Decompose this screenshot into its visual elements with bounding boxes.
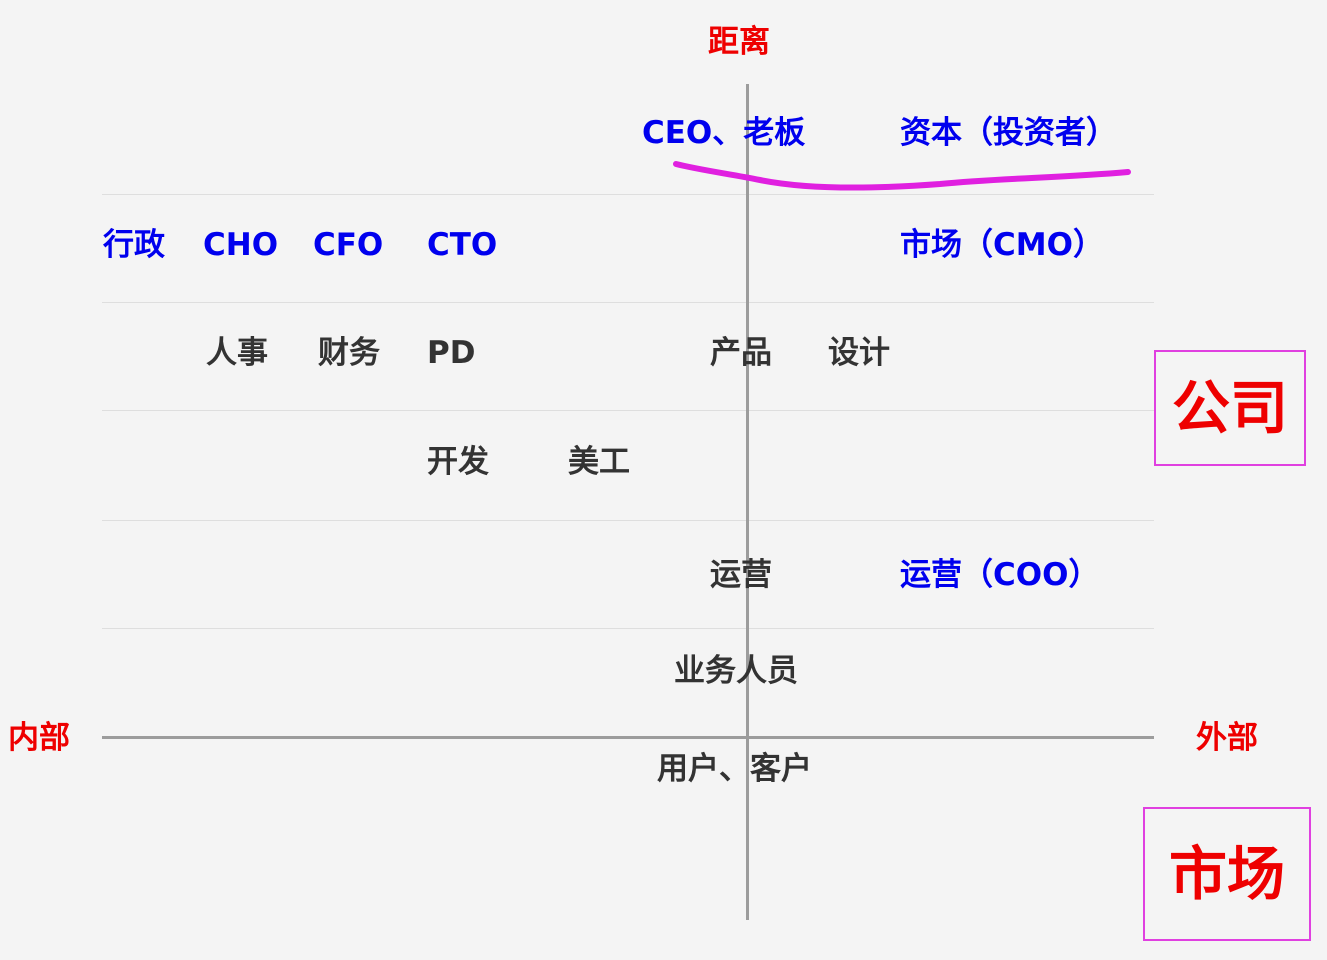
role-cmo: 市场（CMO） <box>900 227 1104 263</box>
role-customers: 用户、客户 <box>657 751 812 787</box>
axis-label-distance: 距离 <box>708 24 770 60</box>
zone-company-box: 公司 <box>1154 350 1306 466</box>
row-divider <box>102 302 1154 303</box>
role-design: 设计 <box>828 335 890 371</box>
row-divider <box>102 520 1154 521</box>
highlight-stroke <box>673 161 1131 191</box>
role-finance: 财务 <box>318 335 380 371</box>
zone-market-label: 市场 <box>1168 840 1285 908</box>
role-coo: 运营（COO） <box>900 557 1100 593</box>
role-product: 产品 <box>710 335 772 371</box>
row-divider <box>102 410 1154 411</box>
row-divider <box>102 628 1154 629</box>
role-capital: 资本（投资者） <box>900 115 1117 151</box>
zone-company-label: 公司 <box>1171 374 1288 442</box>
role-cto: CTO <box>427 227 498 263</box>
role-hr: 人事 <box>206 335 268 371</box>
role-sales: 业务人员 <box>674 653 798 689</box>
role-pd: PD <box>427 335 476 371</box>
role-ceo: CEO、老板 <box>642 115 806 151</box>
vertical-axis <box>746 84 749 920</box>
zone-market-box: 市场 <box>1143 807 1311 941</box>
role-dev: 开发 <box>427 444 489 480</box>
role-cfo: CFO <box>313 227 384 263</box>
role-admin: 行政 <box>103 227 165 263</box>
horizontal-axis <box>102 736 1154 739</box>
role-art: 美工 <box>568 444 630 480</box>
axis-label-internal: 内部 <box>8 720 70 756</box>
row-divider <box>102 194 1154 195</box>
axis-label-external: 外部 <box>1196 720 1258 756</box>
role-cho: CHO <box>203 227 279 263</box>
role-ops: 运营 <box>710 557 772 593</box>
